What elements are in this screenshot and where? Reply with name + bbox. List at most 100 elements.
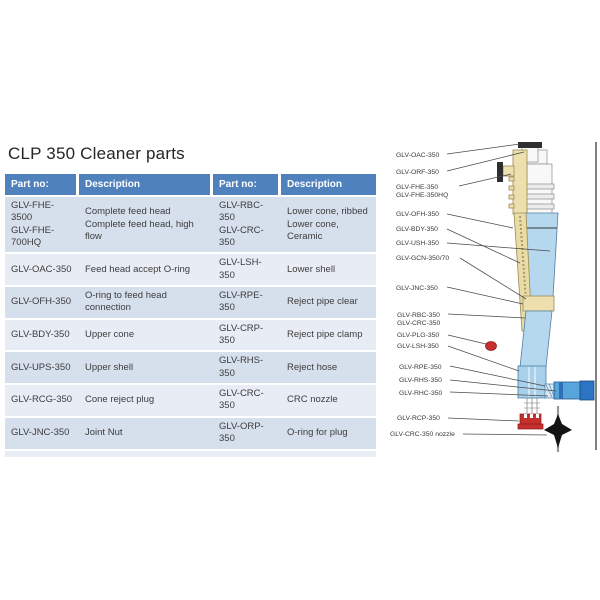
leader-line: [449, 391, 549, 397]
diagram-label: GLV-GCN-350/70: [396, 255, 449, 262]
diagram-label: GLV-USH-350: [396, 240, 439, 247]
diagram-label: GLV-RPE-350: [399, 364, 442, 371]
rib-2: [523, 193, 555, 200]
cell-description: Upper shell: [79, 352, 213, 384]
leader-lines: [446, 143, 557, 436]
diagram-label: GLV-PLG-350: [397, 332, 439, 339]
leader-line: [447, 334, 487, 345]
empty-cell: [79, 450, 213, 457]
diagram-label: GLV-RHS-350: [399, 377, 442, 384]
cell-part-no: GLV-OAC-350: [5, 254, 79, 286]
leader-line: [462, 433, 548, 436]
diagram-label: GLV-FHE-350: [396, 184, 438, 191]
cell-description: CRC nozzle: [281, 385, 376, 416]
top-cap: [518, 142, 542, 148]
cell-description: O-ring to feed head connection: [79, 287, 213, 318]
cap-notch-3: [536, 414, 539, 418]
rib-1: [523, 183, 555, 190]
cleaner-diagram: GLV-OAC-350GLV-ORF-350GLV-FHE-350GLV-FHE…: [390, 142, 597, 452]
rib-3: [523, 203, 555, 210]
cell-description: Complete feed head Complete feed head, h…: [79, 197, 213, 253]
cell-part-no: GLV-RHS-350: [213, 352, 281, 384]
diagram-label: GLV-RBC-350: [397, 312, 440, 319]
hose-clamp-band: [559, 382, 563, 399]
red-cap-base: [517, 423, 544, 430]
lower-shell-shape: [517, 365, 547, 399]
parts-table: Part no: Description Part no: Descriptio…: [5, 172, 376, 459]
cone-hatch: [519, 215, 529, 330]
cell-description: O-ring for plug: [281, 417, 376, 449]
header-part-no-2: Part no:: [213, 174, 281, 195]
clamp-line-1: [545, 384, 553, 398]
diagram-label: GLV-CRC-350: [397, 320, 441, 327]
tooth-4: [508, 203, 515, 209]
empty-cell: [281, 450, 376, 457]
crc-nozzle-shape: [544, 414, 572, 448]
header-part-no-1: Part no:: [5, 174, 79, 195]
tooth-2: [508, 185, 515, 191]
leader-line: [447, 345, 520, 372]
cell-part-no: GLV-RBC-350 GLV-CRC-350: [213, 197, 281, 253]
diagram-label: GLV-FHE-350HQ: [396, 192, 448, 199]
cell-part-no: GLV-RCG-350: [5, 385, 79, 416]
cell-part-no: GLV-ORP-350: [213, 417, 281, 449]
cell-description: Feed head accept O-ring: [79, 254, 213, 286]
diagram-label: GLV-JNC-350: [396, 285, 438, 292]
leader-line: [446, 242, 551, 252]
cell-part-no: GLV-CRP-350: [213, 319, 281, 351]
cell-description: Reject pipe clamp: [281, 319, 376, 351]
cell-part-no: GLV-OFH-350: [5, 287, 79, 318]
cell-part-no: GLV-JNC-350: [5, 417, 79, 449]
diagram-label: GLV-RHC-350: [399, 390, 443, 397]
diagram-label: GLV-CRC-350 nozzle: [390, 431, 455, 438]
diagram-label: GLV-OAC-350: [396, 152, 440, 159]
leader-line: [447, 313, 526, 319]
cell-description: Lower shell: [281, 254, 376, 286]
cap-notch-1: [524, 414, 527, 418]
empty-row: [5, 450, 376, 457]
plug-indicator-dot: [485, 341, 497, 351]
cell-part-no: GLV-FHE-3500 GLV-FHE-700HQ: [5, 197, 79, 253]
cell-description: Reject pipe clear: [281, 287, 376, 318]
leader-line: [449, 379, 557, 392]
tooth-1: [508, 176, 515, 182]
header-row: Part no: Description Part no: Descriptio…: [5, 174, 376, 195]
cell-part-no: GLV-UPS-350: [5, 352, 79, 384]
empty-cell: [5, 450, 79, 457]
leader-line: [446, 213, 514, 229]
diagram-label: GLV-LSH-350: [397, 343, 439, 350]
cell-part-no: GLV-LSH-350: [213, 254, 281, 286]
cell-part-no: GLV-RPE-350: [213, 287, 281, 318]
header-description-1: Description: [79, 174, 213, 195]
diagram-labels: GLV-OAC-350GLV-ORF-350GLV-FHE-350GLV-FHE…: [390, 152, 455, 438]
cell-part-no: GLV-CRC-350: [213, 385, 281, 416]
cell-description: Lower cone, ribbed Lower cone, Ceramic: [281, 197, 376, 253]
leader-line: [446, 286, 524, 305]
joint-nut-shape: [522, 295, 555, 312]
clamp-line-2: [548, 383, 555, 397]
header-description-2: Description: [281, 174, 376, 195]
cell-description: Reject hose: [281, 352, 376, 384]
cell-description: Joint Nut: [79, 417, 213, 449]
cell-part-no: GLV-BDY-350: [5, 319, 79, 351]
leader-line: [447, 417, 520, 422]
cap-notch-2: [530, 414, 533, 418]
leader-line: [446, 151, 525, 172]
leader-line: [459, 257, 527, 300]
cleaner-device: [485, 142, 597, 452]
diagram-label: GLV-BDY-350: [396, 226, 438, 233]
cell-description: Upper cone: [79, 319, 213, 351]
diagram-label: GLV-RCP-350: [397, 415, 440, 422]
page-title: CLP 350 Cleaner parts: [8, 144, 185, 163]
feed-head-body: [512, 149, 528, 215]
cell-description: Cone reject plug: [79, 385, 213, 416]
lower-cone-shape: [519, 310, 553, 368]
